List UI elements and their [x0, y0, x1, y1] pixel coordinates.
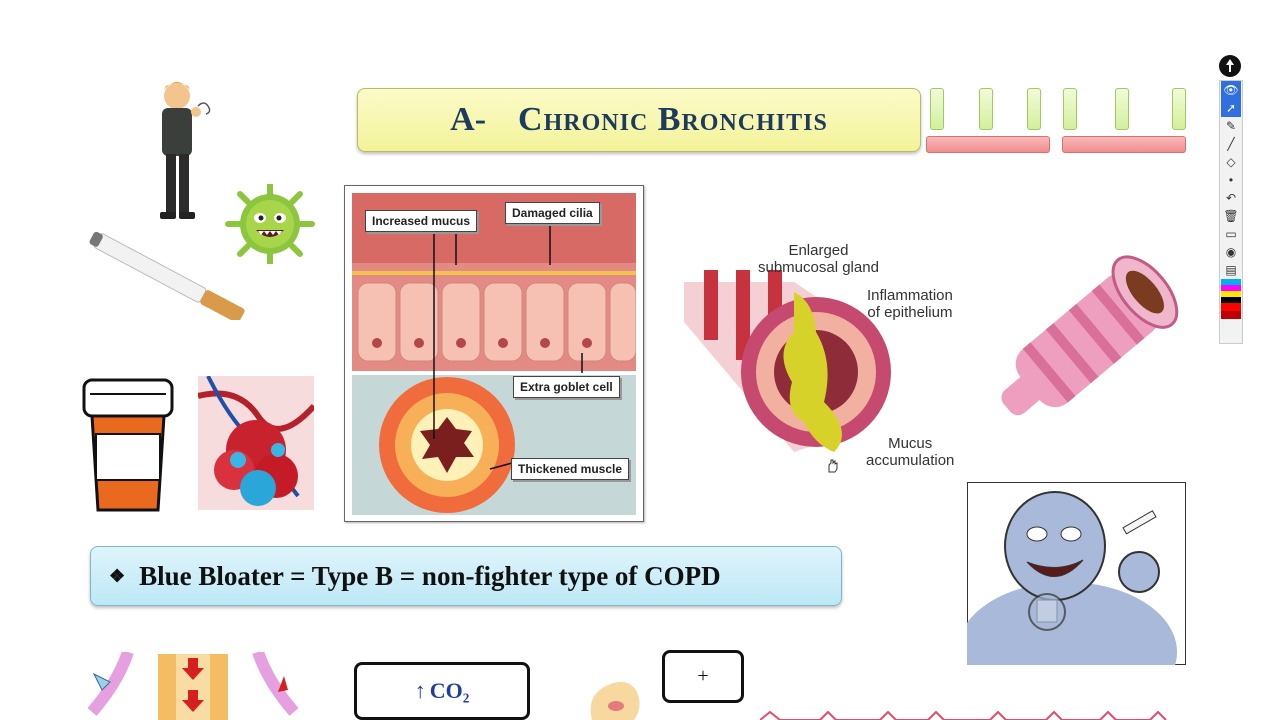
- camera-icon[interactable]: ◉: [1225, 245, 1237, 259]
- eye-icon[interactable]: 👁: [1221, 81, 1241, 99]
- color-swatch-cyan[interactable]: [1221, 279, 1241, 285]
- up-arrow-icon: ↑: [414, 678, 426, 703]
- hand-cursor-icon: [828, 459, 838, 473]
- blue-bloater-box: ❖ Blue Bloater = Type B = non-fighter ty…: [90, 546, 842, 606]
- co2-box[interactable]: ↑ CO₂: [354, 662, 530, 720]
- page-title: Chronic Bronchitis: [518, 101, 828, 138]
- label-line: accumulation: [866, 452, 955, 469]
- label-increased-mucus: Increased mucus: [365, 210, 478, 232]
- label-line: Inflammation: [867, 287, 953, 304]
- label-line: Mucus: [888, 435, 933, 452]
- answer-slot[interactable]: [1115, 88, 1129, 130]
- cursor-icon[interactable]: ➚: [1221, 99, 1241, 117]
- answer-bar[interactable]: [926, 136, 1050, 153]
- trash-icon[interactable]: 🗑: [1223, 209, 1239, 223]
- pen-icon[interactable]: [1218, 54, 1242, 78]
- label-line: of epithelium: [867, 304, 953, 321]
- plus-box[interactable]: +: [662, 650, 744, 703]
- label-line: Enlarged: [788, 242, 849, 259]
- alveoli-image: [198, 376, 314, 510]
- label-damaged-cilia: Damaged cilia: [505, 202, 600, 224]
- annotation-toolbar: 👁 ➚ ✎ ╱ ◇ • ↶ 🗑 ▭ ◉ ▤: [1219, 80, 1243, 344]
- eraser-icon[interactable]: ◇: [1226, 155, 1236, 169]
- undo-icon[interactable]: ↶: [1225, 191, 1237, 205]
- label-extra-goblet-cell: Extra goblet cell: [513, 376, 620, 398]
- diamond-bullet-icon: ❖: [109, 565, 126, 586]
- color-swatch-black[interactable]: [1221, 297, 1241, 303]
- gas-exchange-diagram: [88, 652, 298, 720]
- answer-slot[interactable]: [979, 88, 993, 130]
- color-swatch-dark-red[interactable]: [1221, 311, 1241, 319]
- color-swatch-red[interactable]: [1221, 303, 1241, 311]
- plus-label: +: [697, 665, 709, 687]
- coughing-man-image: [160, 82, 211, 219]
- germ-image: [225, 184, 315, 264]
- cell-blob-image: [590, 681, 640, 720]
- label-thickened-muscle: Thickened muscle: [511, 458, 630, 480]
- answer-bar[interactable]: [1062, 136, 1186, 153]
- color-swatch-yellow[interactable]: [1221, 291, 1241, 297]
- wave-line: [760, 710, 1167, 720]
- label-line: submucosal gland: [758, 259, 879, 276]
- blue-bloater-text: Blue Bloater = Type B = non-fighter type…: [139, 560, 721, 591]
- clipboard-icon[interactable]: ▤: [1225, 263, 1237, 277]
- highlighter-icon[interactable]: ✎: [1225, 119, 1237, 133]
- bronchus-figure: Increased mucus Damaged cilia Extra gobl…: [344, 185, 644, 522]
- label-enlarged-gland: Enlarged submucosal gland: [758, 242, 879, 276]
- answer-slot[interactable]: [1063, 88, 1077, 130]
- dot-icon[interactable]: •: [1228, 173, 1234, 187]
- label-inflammation: Inflammation of epithelium: [867, 287, 953, 321]
- pill-bottle-image: [82, 378, 174, 512]
- title-prefix: A-: [450, 101, 487, 138]
- answer-slot[interactable]: [930, 88, 944, 130]
- color-swatch-magenta[interactable]: [1221, 285, 1241, 291]
- cigarette-image: [89, 231, 245, 320]
- bronchitis-cross-section: [684, 270, 891, 452]
- answer-slot[interactable]: [1172, 88, 1186, 130]
- blue-bloater-cartoon: [967, 482, 1186, 665]
- line-icon[interactable]: ╱: [1227, 137, 1235, 151]
- co2-label: CO₂: [429, 678, 470, 703]
- airway-tube-image: [1001, 255, 1179, 416]
- title-banner: A- Chronic Bronchitis: [357, 88, 921, 152]
- label-mucus-accumulation: Mucus accumulation: [866, 435, 954, 469]
- answer-slot[interactable]: [1027, 88, 1041, 130]
- bronchus-illustration: [352, 193, 636, 515]
- screen-icon[interactable]: ▭: [1225, 227, 1237, 241]
